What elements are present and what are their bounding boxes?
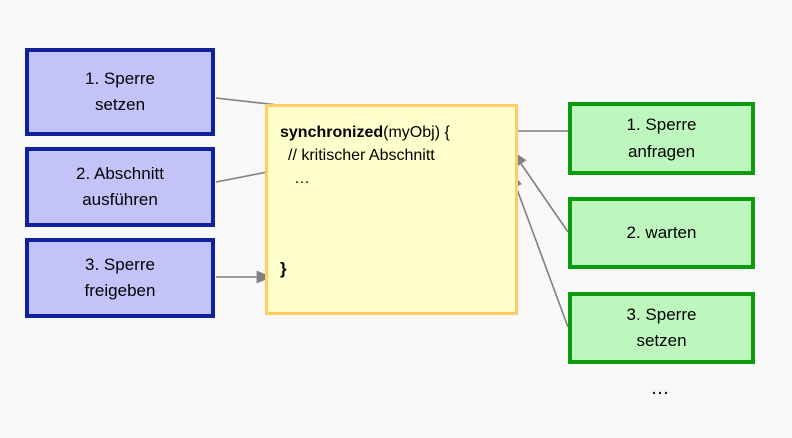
lock-step-3-line2: setzen — [636, 331, 687, 350]
code-closing-brace: } — [280, 259, 287, 279]
thread-step-1-line2: setzen — [94, 95, 146, 114]
lock-step-2-line1: 2. warten — [626, 222, 697, 242]
thread-step-1-box[interactable]: 1. Sperre setzen — [25, 48, 215, 136]
synchronized-code-block: synchronized(myObj) { // kritischer Absc… — [265, 104, 518, 315]
code-comment-line: // kritischer Abschnitt — [288, 147, 435, 165]
thread-step-2-line1: 2. Abschnitt — [76, 163, 164, 183]
arrow-lock-2-to-code — [512, 150, 569, 233]
lock-step-1-line1: 1. Sperre — [626, 115, 697, 135]
code-keyword-synchronized: synchronized — [280, 124, 384, 141]
lock-step-3-line1: 3. Sperre — [626, 304, 697, 324]
lock-step-1-line2: anfragen — [627, 141, 696, 161]
thread-step-1-line1: 1. Sperre — [85, 68, 155, 88]
thread-step-2-box[interactable]: 2. Abschnitt ausführen — [25, 147, 215, 227]
thread-step-3-line1: 3. Sperre — [85, 254, 155, 274]
thread-step-3-box[interactable]: 3. Sperre freigeben — [25, 238, 215, 318]
lock-step-2-box[interactable]: 2. warten — [568, 197, 755, 269]
lock-steps-trailing-ellipsis: … — [650, 378, 673, 399]
code-signature-rest: (myObj) { — [383, 124, 450, 141]
code-signature-line: synchronized(myObj) { — [280, 121, 503, 144]
arrow-lock-3-to-code — [509, 171, 569, 328]
thread-step-3-line2: freigeben — [84, 281, 156, 300]
lock-step-1-box[interactable]: 1. Sperre anfragen — [568, 102, 755, 175]
lock-step-3-box[interactable]: 3. Sperre setzen — [568, 292, 755, 364]
code-ellipsis-line: … — [294, 170, 312, 188]
thread-step-2-line2: ausführen — [82, 190, 158, 209]
